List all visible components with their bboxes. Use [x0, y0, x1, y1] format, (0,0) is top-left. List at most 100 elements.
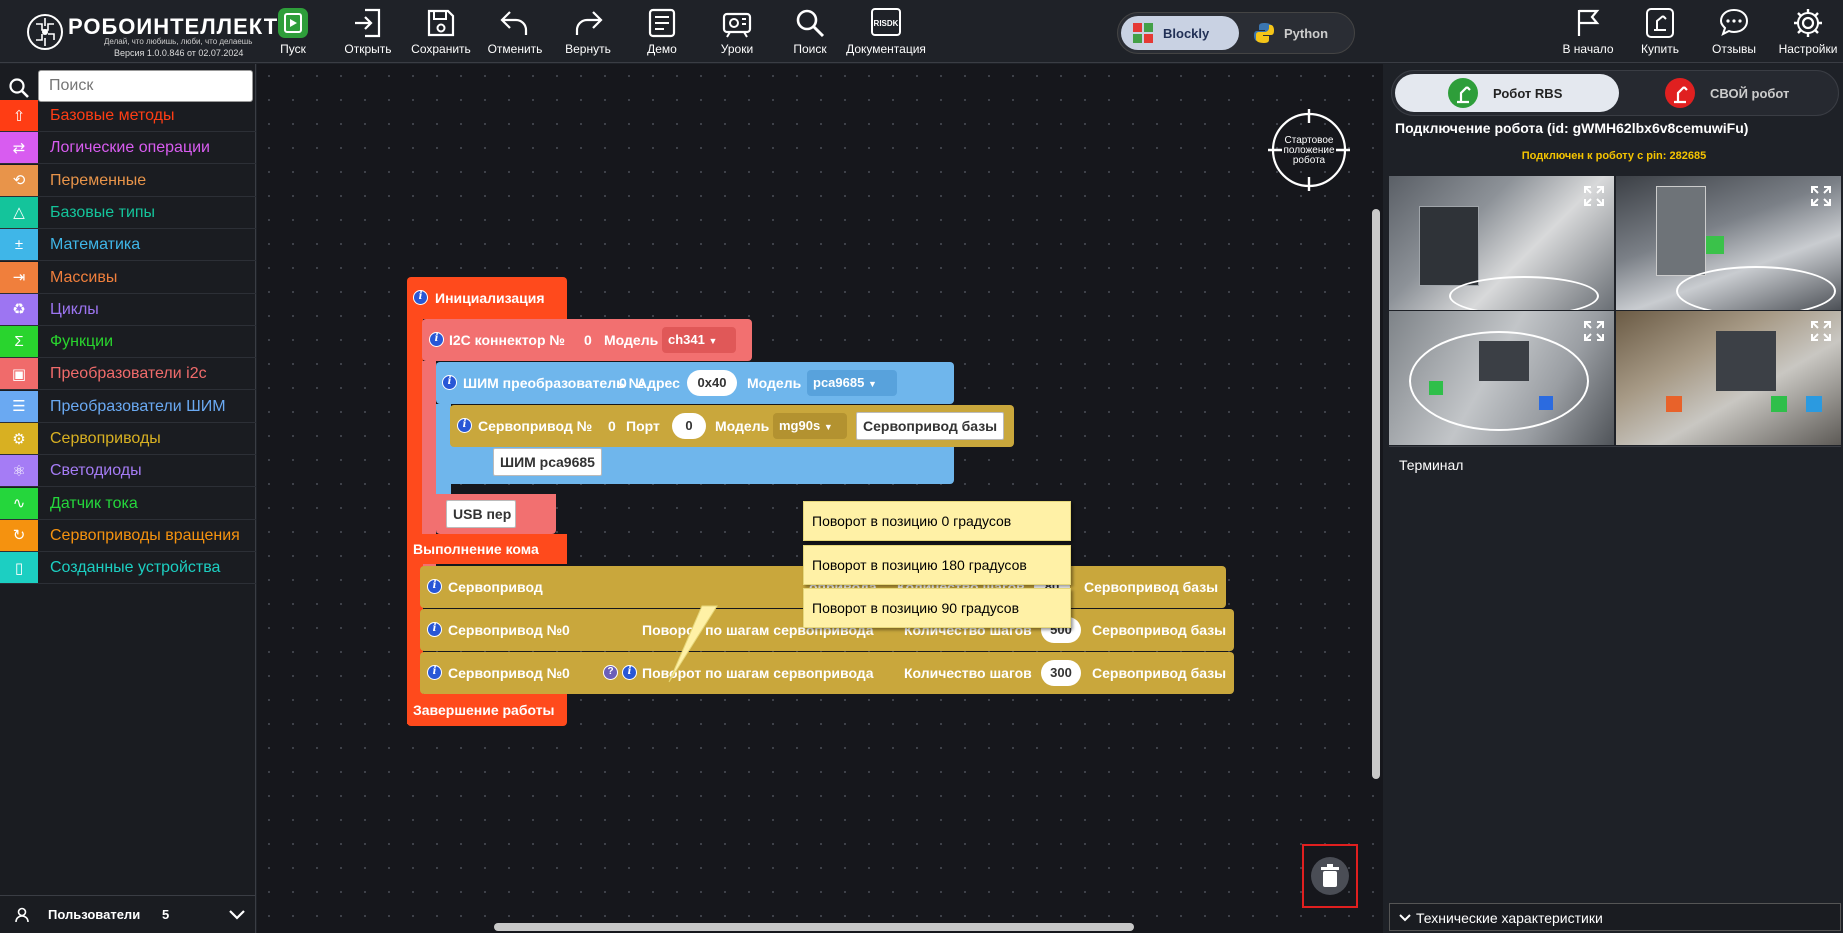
save-button[interactable]: Сохранить [410, 6, 472, 58]
camera-feed-3[interactable] [1389, 311, 1614, 445]
expand-icon[interactable] [1809, 319, 1833, 343]
category-sidebar: ⇧Базовые методы⇄Логические операции⟲Пере… [0, 64, 256, 933]
start-position-label: Стартовое положение робота [1283, 135, 1335, 166]
docs-button[interactable]: RISDK Документация [845, 6, 927, 58]
sidebar-category-item[interactable]: ∿Датчик тока [0, 487, 256, 520]
i2c-block[interactable]: i I2C коннектор № 0 Модель ch341 ▼ [422, 319, 752, 361]
servo-name-field[interactable]: Сервопривод базы [856, 412, 1005, 440]
sidebar-category-item[interactable]: ☰Преобразователи ШИМ [0, 390, 256, 423]
servo-step-block-3[interactable]: i Сервопривод № 0 ? i Поворот по шагам с… [420, 652, 1234, 694]
info-icon[interactable]: i [442, 375, 457, 390]
sidebar-category-item[interactable]: △Базовые типы [0, 196, 256, 229]
sidebar-category-item[interactable]: ⇄Логические операции [0, 132, 256, 165]
sidebar-category-item[interactable]: ⟲Переменные [0, 164, 256, 197]
category-label: Переменные [50, 171, 147, 189]
sidebar-category-item[interactable]: ⚙Сервоприводы [0, 423, 256, 455]
logo-mark-icon [27, 14, 63, 50]
tooltip-pointer [668, 605, 718, 683]
info-icon[interactable]: i [427, 579, 442, 594]
run-button[interactable]: Пуск [273, 6, 313, 58]
info-icon[interactable]: i [429, 332, 444, 347]
users-count: 5 [162, 907, 170, 922]
vertical-scrollbar[interactable] [1372, 209, 1380, 779]
sidebar-category-item[interactable]: ⇥Массивы [0, 261, 256, 294]
horizontal-scrollbar[interactable] [494, 923, 1134, 931]
demo-button[interactable]: Демо [644, 6, 680, 58]
pwm-block[interactable]: i ШИМ преобразователь № 0 Адрес 0x40 Мод… [436, 362, 954, 404]
info-icon[interactable]: i [622, 665, 637, 680]
start-position-button[interactable]: Стартовое положение робота [1266, 107, 1352, 193]
init-block[interactable]: i Инициализация [407, 277, 567, 319]
trash-icon[interactable] [1310, 856, 1350, 896]
blockly-workspace[interactable]: Стартовое положение робота i Инициализац… [257, 64, 1383, 933]
python-toggle[interactable]: Python [1242, 16, 1352, 50]
category-label: Преобразователи ШИМ [50, 397, 226, 415]
open-button[interactable]: Открыть [340, 6, 396, 58]
servo-init-block[interactable]: i Сервопривод № 0 Порт 0 Модель mg90s ▼ … [450, 405, 1014, 447]
expand-icon[interactable] [1582, 184, 1606, 208]
help-icon[interactable]: ? [603, 665, 618, 680]
info-icon[interactable]: i [427, 622, 442, 637]
category-label: Базовые методы [50, 107, 175, 124]
terminal-panel[interactable]: Терминал [1389, 446, 1841, 836]
sidebar-category-item[interactable]: ⚛Светодиоды [0, 455, 256, 488]
search-icon [9, 78, 29, 98]
category-icon: ⚛ [0, 455, 38, 487]
dropdown-option[interactable]: Поворот в позицию 180 градусов [803, 545, 1071, 585]
servo-port-field[interactable]: 0 [672, 413, 706, 439]
home-button[interactable]: В начало [1560, 6, 1616, 58]
info-icon[interactable]: i [427, 665, 442, 680]
category-icon: ⇥ [0, 261, 38, 293]
camera-feed-2[interactable] [1616, 176, 1841, 310]
users-bar[interactable]: Пользователи 5 [0, 895, 256, 933]
dropdown-option[interactable]: Поворот в позицию 90 градусов [803, 588, 1071, 628]
chevron-down-icon[interactable] [228, 908, 246, 922]
expand-icon[interactable] [1809, 184, 1833, 208]
dropdown-option[interactable]: Поворот в позицию 0 градусов [803, 501, 1071, 541]
expand-icon[interactable] [1582, 319, 1606, 343]
i2c-model-dropdown[interactable]: ch341 ▼ [662, 327, 736, 353]
search-input[interactable] [38, 70, 253, 102]
lessons-button[interactable]: Уроки [718, 6, 756, 58]
category-label: Преобразователи i2c [50, 365, 207, 383]
connection-status: Подключение робота (id: gWMH62lbx6v8cemu… [1395, 120, 1749, 136]
reviews-button[interactable]: Отзывы [1710, 6, 1758, 58]
run-icon [278, 8, 308, 38]
camera-feed-4[interactable] [1616, 311, 1841, 445]
usb-field[interactable]: USB пер [446, 500, 516, 528]
camera-feed-1[interactable] [1389, 176, 1614, 310]
sidebar-category-item[interactable]: ▯Созданные устройства [0, 552, 256, 585]
sidebar-category-item[interactable]: ±Математика [0, 229, 256, 262]
sidebar-category-item[interactable]: ⇧Базовые методы [0, 100, 256, 132]
steps-field-3[interactable]: 300 [1041, 660, 1081, 686]
gear-icon [1794, 9, 1822, 37]
finish-section[interactable]: Завершение работы [407, 694, 567, 726]
blockly-toggle[interactable]: Blockly [1121, 16, 1239, 50]
specs-accordion[interactable]: Технические характеристики [1389, 903, 1841, 931]
info-icon[interactable]: i [413, 290, 428, 305]
buy-button[interactable]: Купить [1636, 6, 1684, 58]
sidebar-category-item[interactable]: ↻Сервоприводы вращения [0, 519, 256, 552]
servo-model-dropdown[interactable]: mg90s ▼ [773, 413, 847, 439]
robot-arm-icon [1646, 8, 1674, 38]
usb-block[interactable]: USB пер [436, 494, 556, 534]
sidebar-category-item[interactable]: ♻Циклы [0, 293, 256, 326]
app-logo[interactable]: РОБОИНТЕЛЛЕКТ Делай, что любишь, люби, ч… [24, 10, 277, 60]
tab-own-robot[interactable]: СВОЙ робот [1622, 74, 1836, 112]
pwm-ref-field[interactable]: ШИМ pca9685 [493, 448, 602, 476]
execute-section[interactable]: Выполнение кома [407, 534, 567, 564]
category-icon: ♻ [0, 293, 38, 325]
info-icon[interactable]: i [457, 418, 472, 433]
pwm-model-dropdown[interactable]: pca9685 ▼ [807, 370, 897, 396]
camera-grid [1389, 176, 1841, 446]
init-block-spine [407, 319, 423, 599]
category-label: Сервоприводы [50, 430, 161, 447]
pwm-address-field[interactable]: 0x40 [687, 370, 737, 396]
search-tool-button[interactable]: Поиск [792, 6, 828, 58]
sidebar-category-item[interactable]: ▣Преобразователи i2c [0, 358, 256, 391]
undo-button[interactable]: Отменить [485, 6, 545, 58]
redo-button[interactable]: Вернуть [560, 6, 616, 58]
settings-button[interactable]: Настройки [1778, 6, 1838, 58]
tab-robot-rbs[interactable]: Робот RBS [1395, 74, 1619, 112]
